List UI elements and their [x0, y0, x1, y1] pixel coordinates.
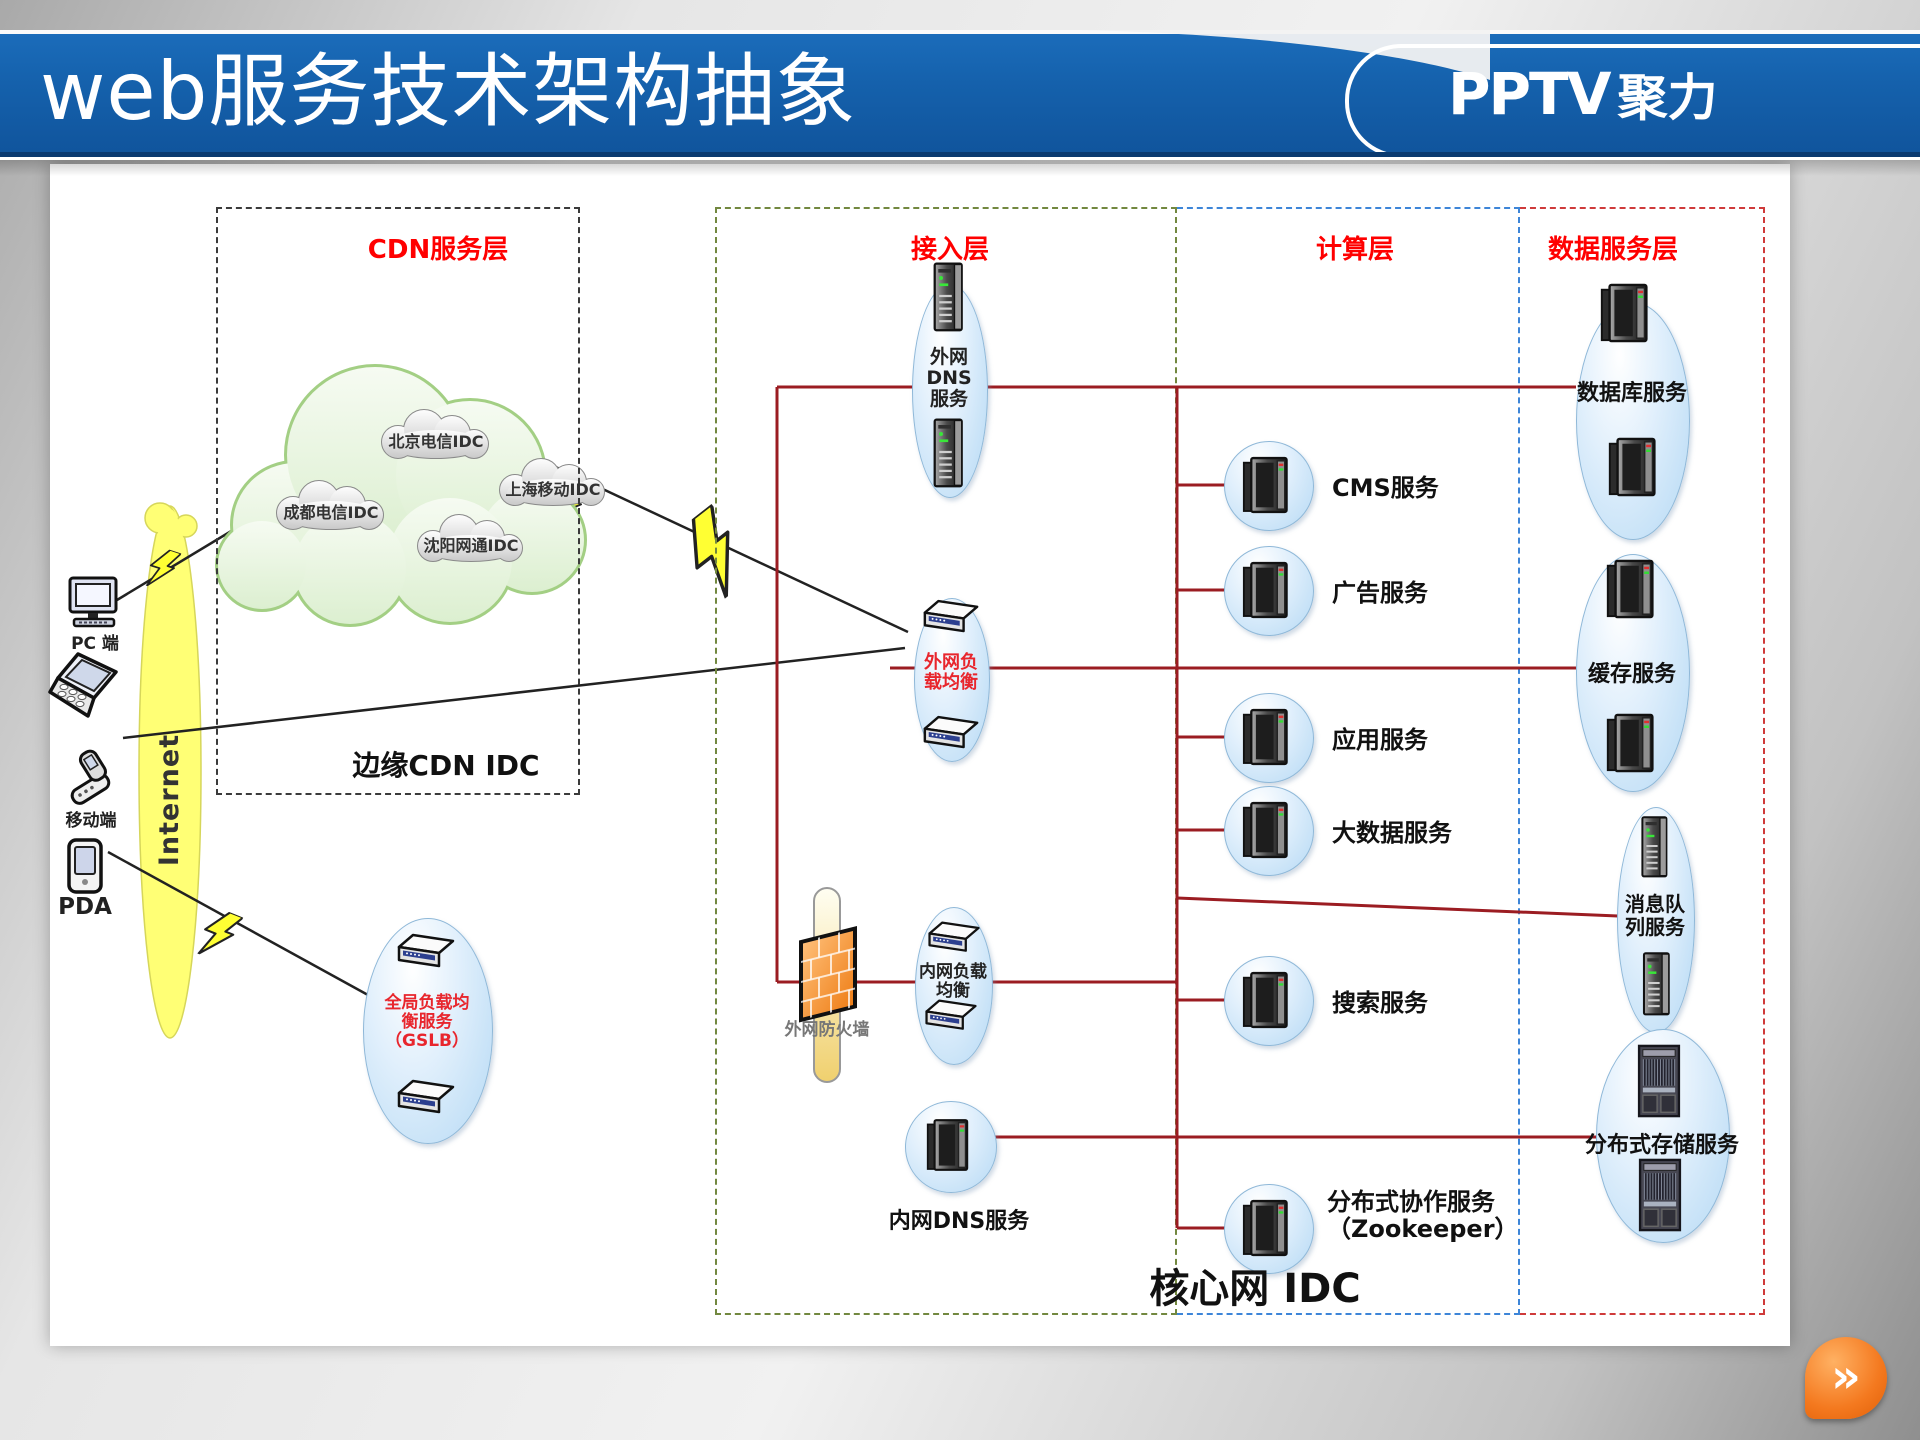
- data-layer-box: [1520, 207, 1765, 1315]
- ads-label: 广告服务: [1332, 579, 1428, 607]
- firewall-icon: [799, 887, 857, 1083]
- pc-label: PC 端: [71, 634, 119, 654]
- idc-cloud-label-chengdu: 成都电信IDC: [283, 503, 379, 522]
- int-lb-switch-icon-2: [925, 999, 977, 1030]
- pptv-logo: PPTV 聚力: [1448, 58, 1717, 130]
- database-server-icon-1: [1600, 283, 1648, 343]
- storage-label: 分布式存储服务: [1584, 1133, 1739, 1158]
- zookeeper-server-icon: [1242, 1199, 1288, 1257]
- database-server-icon-2: [1608, 437, 1656, 497]
- core-idc-caption: 核心网 IDC: [1149, 1266, 1361, 1312]
- edge-cdn-caption: 边缘CDN IDC: [352, 749, 540, 782]
- title-banner: [0, 30, 1920, 158]
- data-layer-label: 数据服务层: [1547, 235, 1678, 265]
- idc-cloud-label-beijing: 北京电信IDC: [388, 432, 484, 451]
- ext-dns-server-icon-2: [933, 418, 963, 488]
- ext-lb-switch-icon-1: [923, 599, 979, 633]
- database-label: 数据库服务: [1576, 381, 1687, 406]
- page-title: web服务技术架构抽象: [40, 45, 857, 138]
- mq-server-icon-1: [1641, 816, 1668, 878]
- int-dns-label: 内网DNS服务: [888, 1209, 1030, 1234]
- compute-layer-label: 计算层: [1315, 235, 1394, 265]
- internet-blob: [138, 502, 202, 1039]
- cache-server-icon-1: [1606, 559, 1654, 619]
- cache-server-icon-2: [1606, 713, 1654, 773]
- pptv-logo-text: PPTV: [1448, 60, 1611, 128]
- gslb-switch-icon-1: [397, 933, 455, 968]
- search-label: 搜索服务: [1332, 989, 1428, 1017]
- mobile-phone-icon: [70, 749, 111, 805]
- banner-bottom-line: [0, 152, 1920, 157]
- firewall-label: 外网防火墙: [784, 1020, 870, 1040]
- bigdata-server-icon: [1242, 801, 1288, 859]
- cms-label: CMS服务: [1332, 474, 1439, 502]
- mobile-label: 移动端: [65, 811, 117, 831]
- pc-icon: [68, 576, 118, 628]
- int-dns-server-icon: [926, 1118, 969, 1172]
- search-server-icon: [1242, 971, 1288, 1029]
- ext-dns-server-icon-1: [933, 262, 963, 332]
- idc-mini-clouds: [276, 409, 605, 562]
- mq-server-icon-2: [1642, 952, 1670, 1016]
- ads-server-icon: [1242, 561, 1288, 619]
- pda-label: PDA: [58, 894, 112, 920]
- compute-layer-box: [1177, 207, 1520, 1315]
- cache-label: 缓存服务: [1587, 662, 1676, 687]
- banner-swoosh: [1080, 30, 1490, 80]
- app-server-icon: [1242, 708, 1288, 766]
- gslb-text: 全局负载均 衡服务 （GSLB）: [384, 993, 470, 1051]
- internet-label: Internet: [154, 734, 185, 866]
- next-page-button[interactable]: »: [1805, 1337, 1887, 1419]
- ext-lb-switch-icon-2: [923, 715, 979, 749]
- cdn-layer-box: [216, 207, 580, 795]
- laptop-icon: [48, 652, 118, 718]
- gslb-switch-icon-2: [397, 1079, 455, 1114]
- ext-dns-text: 外网 DNS 服务: [926, 346, 972, 410]
- int-lb-switch-icon-1: [928, 921, 980, 952]
- cdn-layer-label: CDN服务层: [367, 235, 509, 265]
- banner-bottom-highlight: [0, 157, 1920, 160]
- storage-rack-icon-2: [1638, 1158, 1682, 1232]
- app-label: 应用服务: [1332, 726, 1428, 754]
- pptv-logo-suffix: 聚力: [1617, 69, 1718, 127]
- access-layer-label: 接入层: [910, 235, 989, 265]
- ext-lb-text: 外网负 载均衡: [924, 652, 978, 693]
- mq-text: 消息队 列服务: [1625, 892, 1685, 939]
- next-page-chevrons: »: [1831, 1349, 1861, 1403]
- cms-node: [1224, 441, 1314, 531]
- pda-icon: [67, 838, 103, 894]
- cms-server-icon: [1242, 456, 1288, 514]
- zookeeper-label: 分布式协作服务 （Zookeeper）: [1327, 1188, 1519, 1243]
- banner-shadow: [0, 160, 1920, 176]
- int-lb-text: 内网负载 均衡: [919, 962, 987, 1001]
- idc-cloud-label-shenyang: 沈阳网通IDC: [423, 536, 519, 555]
- storage-rack-icon-1: [1637, 1044, 1681, 1118]
- idc-cloud-label-shanghai: 上海移动IDC: [505, 480, 601, 499]
- bigdata-label: 大数据服务: [1332, 819, 1452, 847]
